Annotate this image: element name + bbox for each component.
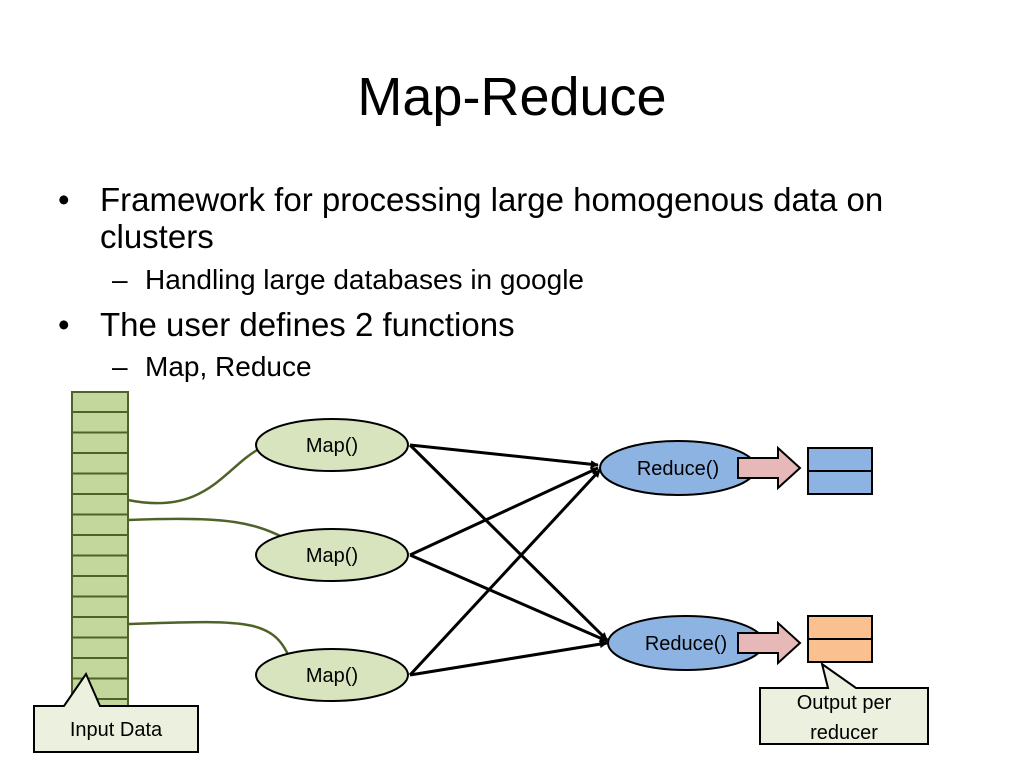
output-box-2 <box>807 615 873 663</box>
output-box-1 <box>807 447 873 495</box>
input-data-label: Input Data <box>70 719 163 741</box>
shuffle-arrow-map1-reduce2 <box>408 443 609 642</box>
output-arrow-2 <box>737 620 802 666</box>
bullet-text: The user defines 2 functions <box>100 306 515 343</box>
shuffle-arrows <box>408 443 609 677</box>
input-arrow-2 <box>127 517 293 544</box>
reduce-node-label: Reduce() <box>645 633 727 655</box>
shuffle-arrow-map3-reduce2 <box>409 640 608 677</box>
output-callout: Output per reducer <box>759 661 929 745</box>
reduce-node-label: Reduce() <box>637 458 719 480</box>
map-node: Map() <box>255 528 409 582</box>
map-node-label: Map() <box>306 435 358 457</box>
sub-bullet-symbol: – <box>112 264 128 295</box>
bullet-text: Framework for processing large homogenou… <box>100 181 884 255</box>
shuffle-arrow-map2-reduce1 <box>409 466 599 557</box>
map-node-label: Map() <box>306 545 358 567</box>
sub-bullet-text: Map, Reduce <box>145 351 312 382</box>
reduce-node: Reduce() <box>599 440 757 496</box>
shuffle-arrow-map3-reduce1 <box>408 468 602 677</box>
shuffle-arrow-map2-reduce2 <box>409 553 608 643</box>
bullet-symbol: • <box>58 181 70 218</box>
input-record-dividers <box>72 411 128 700</box>
map-node: Map() <box>255 418 409 472</box>
bullet-item: • The user defines 2 functions <box>58 306 980 343</box>
bullet-symbol: • <box>58 306 70 343</box>
input-data-stack <box>71 391 129 709</box>
input-arrow-3 <box>127 620 294 665</box>
sub-bullet-symbol: – <box>112 351 128 382</box>
shuffle-arrow-map1-reduce1 <box>409 443 599 469</box>
output-arrow-1 <box>737 445 802 491</box>
output-label-line2: reducer <box>810 722 878 744</box>
sub-bullet-item: – Handling large databases in google <box>112 264 584 296</box>
bullet-list: • Framework for processing large homogen… <box>58 181 980 383</box>
map-node: Map() <box>255 648 409 702</box>
slide-title: Map-Reduce <box>357 67 667 127</box>
input-data-column <box>71 391 129 709</box>
map-node-label: Map() <box>306 665 358 687</box>
bullet-item: • Framework for processing large homogen… <box>58 181 980 255</box>
sub-bullet-text: Handling large databases in google <box>145 264 584 295</box>
input-data-callout: Input Data <box>33 671 199 753</box>
output-label-line1: Output per <box>797 692 892 714</box>
sub-bullet-item: – Map, Reduce <box>112 351 312 383</box>
